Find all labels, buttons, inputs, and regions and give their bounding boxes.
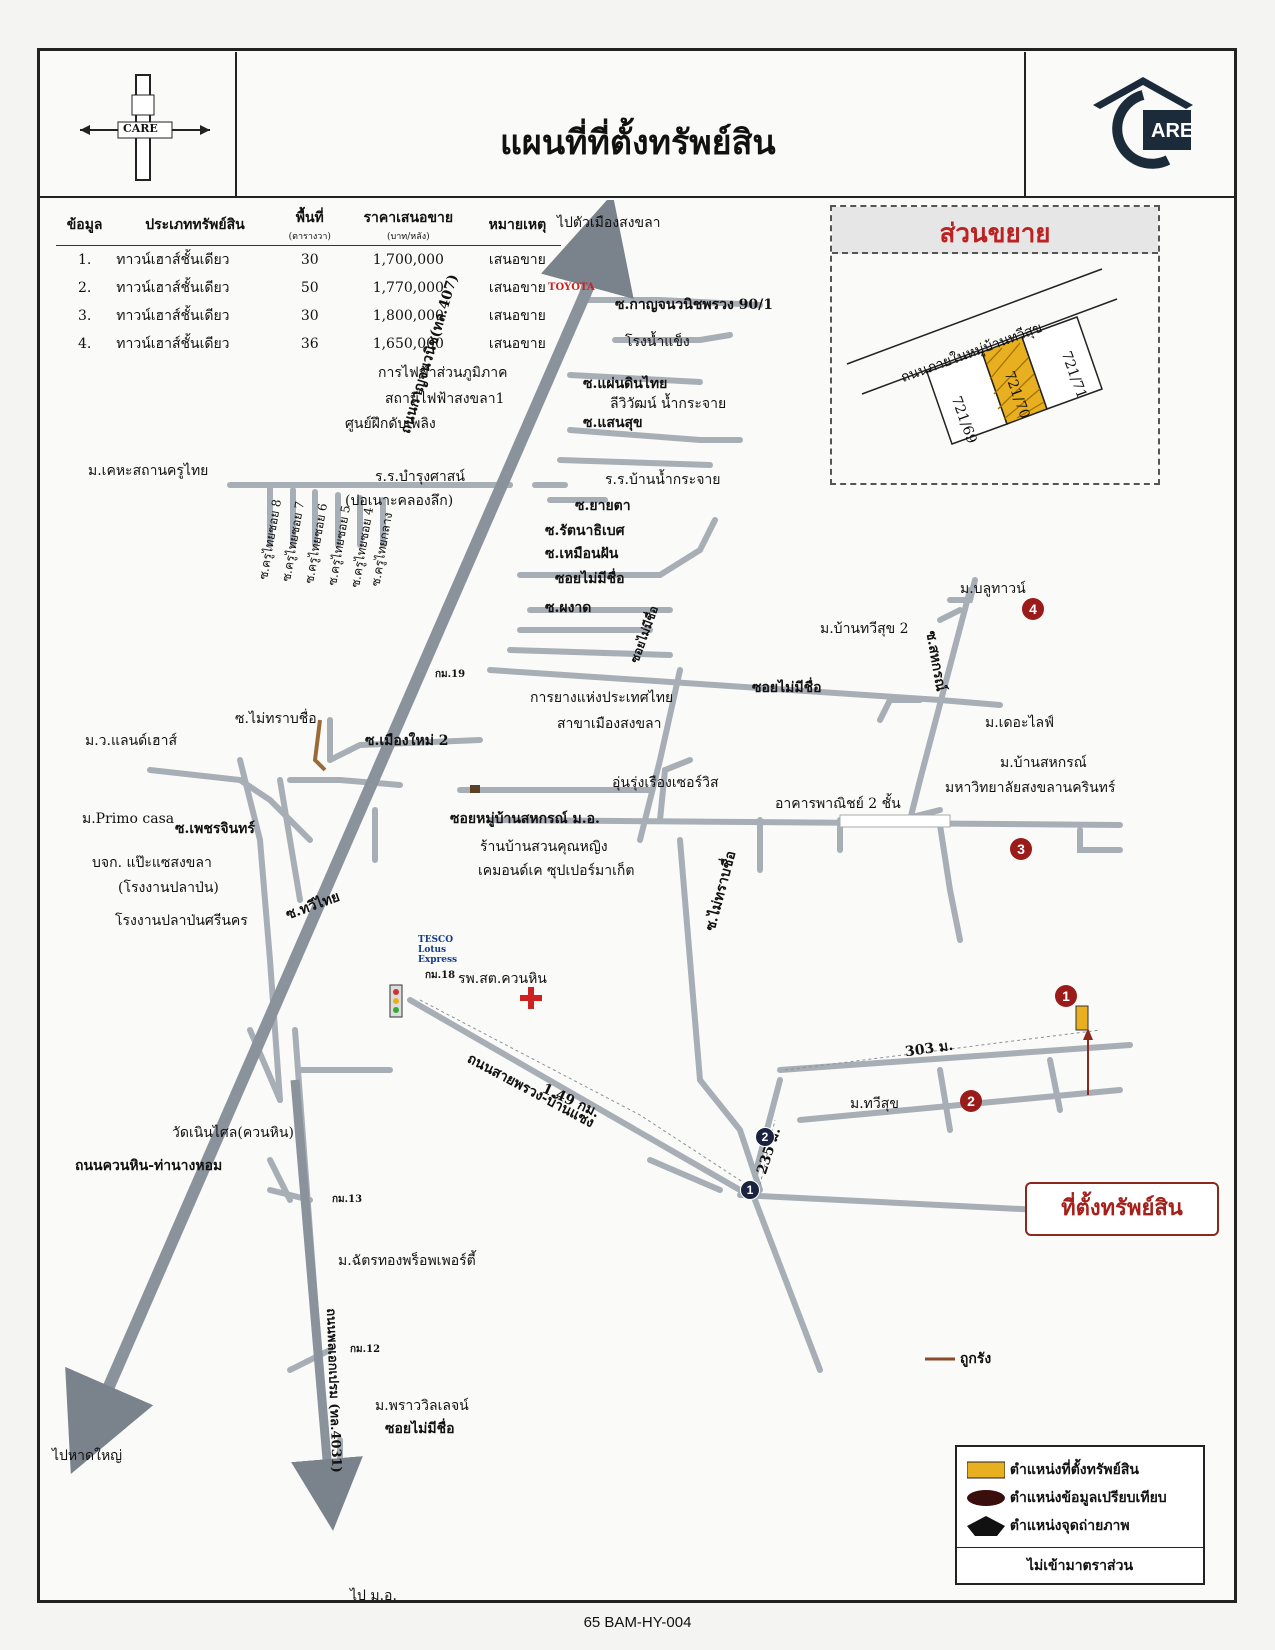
- legend-subject-swatch: [966, 1461, 1006, 1479]
- comparison-marker-2: 2: [960, 1090, 982, 1112]
- table-header: หมายเหตุ: [488, 217, 547, 233]
- inset-panel: ส่วนขยาย ถนนภายในหมู่บ้านทวีสุข 721/69 7…: [830, 205, 1160, 485]
- map-label: ม.บลูทาวน์: [960, 581, 1026, 597]
- inset-header: ส่วนขยาย: [832, 207, 1158, 254]
- map-label: ศูนย์ฝึกดับเพลิง: [345, 416, 436, 432]
- map-label: โรงน้ำแข็ง: [625, 334, 690, 350]
- table-header: ราคาเสนอขาย(บาท/หลัง): [363, 210, 454, 242]
- photo-point-2: 2: [755, 1127, 775, 1147]
- map-label: การยางแห่งประเทศไทย: [530, 690, 674, 706]
- map-label: ม.ทวีสุข: [850, 1096, 899, 1112]
- document-code: 65 BAM-HY-004: [583, 1614, 692, 1631]
- map-label: ม.บ้านทวีสุข 2: [820, 621, 909, 637]
- legend-subject: ตำแหน่งที่ตั้งทรัพย์สิน: [966, 1459, 1139, 1481]
- comparison-marker-1: 1: [1055, 985, 1077, 1007]
- tesco-logo: TESCO Lotus Express: [418, 935, 458, 965]
- map-label: ซอยหมู่บ้านสหกรณ์ ม.อ.: [450, 811, 600, 827]
- map-label: ม.เดอะไลฟ์: [985, 715, 1055, 731]
- legend-compare-swatch: [967, 1490, 1005, 1506]
- map-label: ซ.แสนสุข: [583, 415, 643, 431]
- map-label: ม.ว.แลนด์เฮาส์: [85, 733, 177, 749]
- legend-rail-label: ถูกรัง: [959, 1351, 992, 1367]
- map-label: ซ.ผงาด: [545, 600, 592, 616]
- map-label: เคมอนด์เค ซุปเปอร์มาเก็ต: [478, 863, 635, 879]
- map-label: ลีวิวัฒน์ น้ำกระจาย: [610, 396, 727, 412]
- header-band: [40, 52, 1234, 198]
- inset-plot: [846, 268, 1118, 445]
- legend-scale-note: ไม่เข้ามาตราส่วน: [957, 1547, 1203, 1577]
- photo-point-1: 1: [740, 1180, 760, 1200]
- road-label: ถนนควนหิน-ท่านางหอม: [75, 1158, 223, 1174]
- map-label: วัดเนินไศล(ควนหิน): [172, 1125, 294, 1141]
- map-label: อาคารพาณิชย์ 2 ชั้น: [775, 796, 901, 812]
- km-marker: กม.18: [425, 970, 456, 981]
- legend-rail: ถูกรัง: [925, 1348, 991, 1370]
- map-label: ซ.รัตนาธิเบศ: [545, 523, 625, 539]
- map-label: (โรงงานปลาป่น): [118, 880, 219, 896]
- map-label: มหาวิทยาลัยสงขลานครินทร์: [945, 780, 1116, 796]
- km-marker: กม.13: [332, 1194, 363, 1205]
- map-label: (ปอเนาะคลองลึก): [345, 493, 454, 509]
- legend-photo-label: ตำแหน่งจุดถ่ายภาพ: [1009, 1518, 1130, 1534]
- map-label: ซ.ไม่ทราบชื่อ: [235, 711, 317, 727]
- legend-compare-label: ตำแหน่งข้อมูลเปรียบเทียบ: [1009, 1490, 1167, 1506]
- map-label: ซ.กาญจนวนิชพรวง 90/1: [615, 297, 774, 313]
- map-label: บจก. แป๊ะแซสงขลา: [92, 855, 212, 871]
- table-header: พื้นที่(ตารางวา): [288, 210, 331, 242]
- page-title: แผนที่ที่ตั้งทรัพย์สิน: [500, 123, 776, 163]
- map-label: โรงงานปลาป่นศรีนคร: [115, 913, 248, 929]
- map-label: ร.ร.บำรุงศาสน์: [375, 469, 465, 485]
- road-map: [65, 200, 1133, 1531]
- direction-label: ไปหาดใหญ่: [52, 1448, 123, 1464]
- comparison-marker-3: 3: [1010, 838, 1032, 860]
- table-header: ประเภททรัพย์สิน: [145, 217, 245, 233]
- map-label: อุ่นรุ่งเรืองเซอร์วิส: [612, 775, 719, 791]
- map-label: สถานีไฟฟ้าสงขลา1: [385, 391, 505, 407]
- map-label: ซอยไม่มีชื่อ: [752, 680, 822, 696]
- map-label: ซ.แผ่นดินไทย: [583, 376, 668, 392]
- comparison-marker-4: 4: [1022, 598, 1044, 620]
- direction-label: ไปตัวเมืองสงขลา: [557, 215, 661, 231]
- legend-subject-label: ตำแหน่งที่ตั้งทรัพย์สิน: [1009, 1462, 1139, 1478]
- table-header-row: ข้อมูล ประเภททรัพย์สิน พื้นที่(ตารางวา) …: [56, 205, 561, 246]
- map-label: ร้านบ้านสวนคุณหญิง: [480, 839, 608, 855]
- km-marker: กม.19: [435, 669, 466, 680]
- legend-compare: ตำแหน่งข้อมูลเปรียบเทียบ: [967, 1487, 1167, 1509]
- legend-photo: ตำแหน่งจุดถ่ายภาพ: [967, 1515, 1130, 1537]
- direction-label: ไป ม.อ.: [350, 1588, 397, 1604]
- property-location-callout: ที่ตั้งทรัพย์สิน: [1025, 1182, 1219, 1236]
- care-tower-logo: CARE: [70, 65, 220, 185]
- map-label: ม.เคหะสถานครูไทย: [88, 463, 209, 479]
- km-marker: กม.12: [350, 1344, 381, 1355]
- comparison-table: ข้อมูล ประเภททรัพย์สิน พื้นที่(ตารางวา) …: [56, 205, 561, 358]
- map-label: ซอยไม่มีชื่อ: [555, 571, 625, 587]
- map-label: ม.ฉัตรทองพร็อพเพอร์ตี้: [338, 1253, 476, 1269]
- map-label: ร.ร.บ้านน้ำกระจาย: [605, 472, 721, 488]
- care-house-text: ARE: [1151, 120, 1194, 142]
- map-label: ซ.เมืองใหม่ 2: [365, 733, 449, 749]
- legend: ตำแหน่งที่ตั้งทรัพย์สิน ตำแหน่งข้อมูลเปร…: [955, 1445, 1205, 1585]
- map-label: รพ.สต.ควนหิน: [458, 971, 547, 987]
- care-house-logo: ARE: [1088, 75, 1198, 175]
- map-label: ซอยไม่มีชื่อ: [385, 1421, 455, 1437]
- map-label: การไฟฟ้าส่วนภูมิภาค: [378, 365, 508, 381]
- care-tower-text: CARE: [123, 122, 158, 135]
- map-label: ม.บ้านสหกรณ์: [1000, 755, 1087, 771]
- table-header: ข้อมูล: [66, 217, 103, 233]
- map-label: ซ.เพชรจินทร์: [175, 821, 255, 837]
- inset-title: ส่วนขยาย: [939, 219, 1051, 249]
- legend-photo-swatch: [967, 1516, 1005, 1536]
- map-label: สาขาเมืองสงขลา: [557, 716, 662, 732]
- map-label: ซ.ยายตา: [575, 498, 631, 514]
- toyota-logo: TOYOTA: [548, 282, 595, 293]
- map-label: ม.พราววิลเลจน์: [375, 1398, 469, 1414]
- map-label: ซ.เหมือนฝัน: [545, 546, 619, 562]
- map-label: ม.Primo casa: [82, 811, 175, 827]
